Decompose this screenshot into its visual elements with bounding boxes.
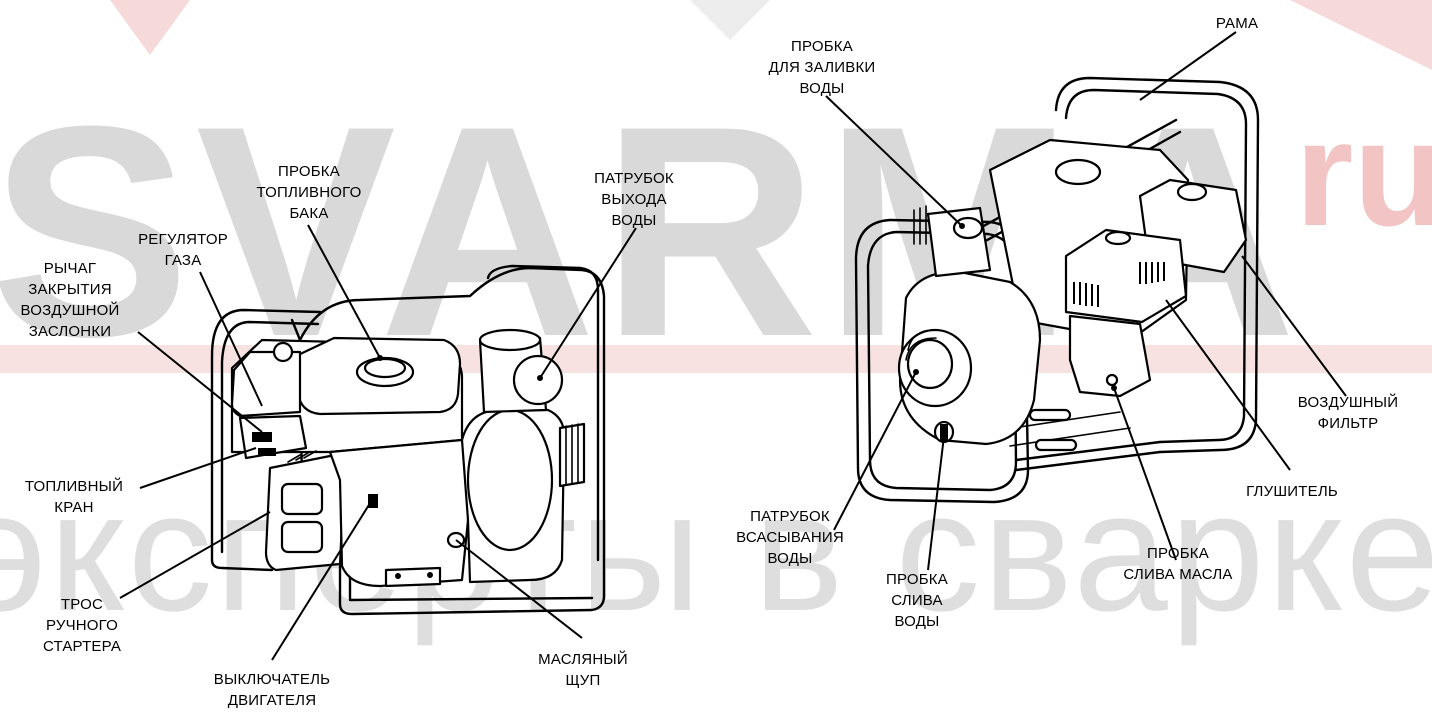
label-inlet: ПАТРУБОК ВСАСЫВАНИЯ ВОДЫ (736, 508, 844, 567)
label-fill-plug: ПРОБКА ДЛЯ ЗАЛИВКИ ВОДЫ (769, 38, 876, 97)
label-inlet-l1: ПАТРУБОК (750, 508, 830, 525)
label-air-filter-l1: ВОЗДУШНЫЙ (1298, 393, 1399, 411)
label-dipstick-l1: МАСЛЯНЫЙ (538, 650, 628, 668)
label-outlet-l2: ВЫХОДА (601, 191, 667, 208)
label-oil-drain-l1: ПРОБКА (1147, 545, 1209, 562)
label-fuel-valve: ТОПЛИВНЫЙ КРАН (25, 477, 123, 516)
watermark-tagline: эксперты в сварке (0, 457, 1432, 647)
label-choke: РЫЧАГ ЗАКРЫТИЯ ВОЗДУШНОЙ ЗАСЛОНКИ (21, 260, 120, 340)
label-outlet-l1: ПАТРУБОК (594, 170, 674, 187)
label-muffler-l1: ГЛУШИТЕЛЬ (1246, 483, 1338, 500)
label-engine-switch-l2: ДВИГАТЕЛЯ (228, 692, 317, 709)
label-air-filter-l2: ФИЛЬТР (1318, 415, 1379, 432)
label-outlet: ПАТРУБОК ВЫХОДА ВОДЫ (594, 170, 674, 229)
label-fill-plug-l1: ПРОБКА (791, 38, 853, 55)
label-fuel-cap: ПРОБКА ТОПЛИВНОГО БАКА (256, 163, 361, 222)
muffler-grille-icon (1073, 262, 1165, 307)
label-throttle-l1: РЕГУЛЯТОР (138, 231, 228, 248)
label-engine-switch: ВЫКЛЮЧАТЕЛЬ ДВИГАТЕЛЯ (214, 671, 330, 709)
label-frame-l1: РАМА (1216, 15, 1258, 32)
label-water-drain: ПРОБКА СЛИВА ВОДЫ (886, 571, 948, 630)
label-inlet-l2: ВСАСЫВАНИЯ (736, 529, 844, 546)
label-air-filter: ВОЗДУШНЫЙ ФИЛЬТР (1298, 393, 1399, 432)
label-muffler: ГЛУШИТЕЛЬ (1246, 483, 1338, 500)
leader-lines (119, 31, 1347, 661)
label-fuel-valve-l2: КРАН (54, 499, 93, 516)
label-starter-l2: РУЧНОГО (46, 617, 118, 634)
label-water-drain-l1: ПРОБКА (886, 571, 948, 588)
label-frame: РАМА (1216, 15, 1258, 32)
label-choke-l4: ЗАСЛОНКИ (29, 323, 112, 340)
label-fill-plug-l3: ВОДЫ (799, 80, 844, 97)
label-fill-plug-l2: ДЛЯ ЗАЛИВКИ (769, 59, 876, 76)
label-throttle: РЕГУЛЯТОР ГАЗА (138, 231, 228, 269)
label-fuel-valve-l1: ТОПЛИВНЫЙ (25, 477, 123, 495)
label-choke-l1: РЫЧАГ (44, 260, 96, 277)
label-water-drain-l2: СЛИВА (891, 592, 942, 609)
label-choke-l2: ЗАКРЫТИЯ (28, 281, 111, 298)
label-oil-drain: ПРОБКА СЛИВА МАСЛА (1123, 545, 1232, 583)
label-throttle-l2: ГАЗА (165, 252, 202, 269)
label-choke-l3: ВОЗДУШНОЙ (21, 301, 120, 319)
watermark-suffix: ru (1295, 89, 1432, 257)
label-engine-switch-l1: ВЫКЛЮЧАТЕЛЬ (214, 671, 330, 688)
label-dipstick-l2: ЩУП (566, 672, 601, 689)
label-fuel-cap-l1: ПРОБКА (278, 163, 340, 180)
label-inlet-l3: ВОДЫ (767, 550, 812, 567)
label-starter-l3: СТАРТЕРА (43, 638, 121, 655)
pump-left-illustration (210, 264, 606, 616)
label-water-drain-l3: ВОДЫ (894, 613, 939, 630)
label-starter-l1: ТРОС (61, 596, 103, 613)
watermark: SVARMA ru эксперты в сварке (0, 0, 1432, 647)
label-starter: ТРОС РУЧНОГО СТАРТЕРА (43, 596, 121, 655)
label-oil-drain-l2: СЛИВА МАСЛА (1123, 566, 1232, 583)
label-dipstick: МАСЛЯНЫЙ ЩУП (538, 650, 628, 689)
pump-right-illustration (854, 76, 1260, 504)
label-fuel-cap-l3: БАКА (289, 205, 328, 222)
label-fuel-cap-l2: ТОПЛИВНОГО (256, 184, 361, 201)
label-outlet-l3: ВОДЫ (611, 212, 656, 229)
